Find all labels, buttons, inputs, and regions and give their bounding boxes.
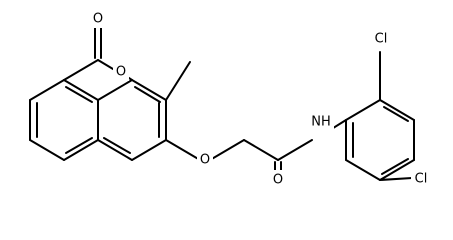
bond [165,61,191,101]
label-mask [371,30,391,48]
bond [97,139,133,161]
label-mask [268,170,284,188]
chlorine-top-label: Cl [375,32,388,47]
label-mask [113,63,129,81]
chlorine-bottom-label: Cl [415,172,428,187]
bond-layer [29,27,415,181]
label-mask [90,10,106,28]
bond [63,79,99,101]
ether-oxygen-label: O [200,153,210,168]
bond [345,99,381,121]
bond [243,139,279,161]
label-mask [411,170,431,188]
bond [131,79,167,101]
atom-labels: O O O NH O Cl Cl [90,10,431,188]
bond [97,79,133,101]
amide-oxygen-label: O [273,173,283,188]
bond [165,139,201,161]
bond [383,106,409,122]
label-mask [197,151,213,169]
bond [65,86,93,103]
bond [379,177,413,181]
bond [29,79,65,101]
ring-oxygen-label: O [116,65,126,80]
bond [345,159,381,181]
label-mask [308,113,334,131]
bond [381,158,409,175]
chemical-structure: O O O NH O Cl Cl [29,10,431,188]
bond [134,86,161,103]
amide-nh-label: NH [311,115,331,130]
bond [277,139,313,161]
bond [379,99,415,121]
bond [63,139,99,161]
carbonyl-oxygen-label: O [93,12,103,27]
bond [63,59,99,81]
bond [29,139,65,161]
bond [65,137,93,154]
bond [209,139,245,161]
bond [379,159,415,181]
bond [131,139,167,161]
bond [103,137,131,154]
